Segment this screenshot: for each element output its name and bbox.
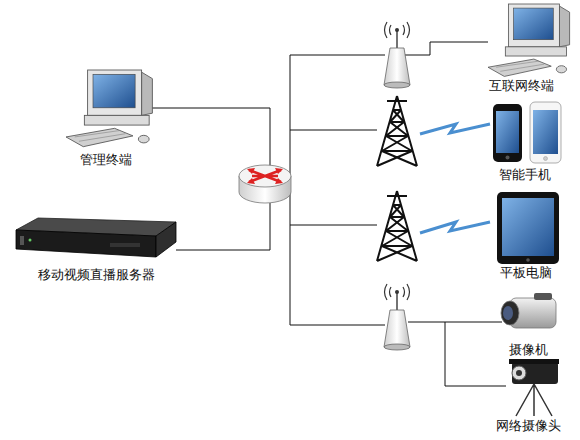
network-wire bbox=[290, 180, 385, 325]
network-wire bbox=[408, 322, 506, 386]
server-icon bbox=[16, 230, 156, 257]
cell-tower bbox=[377, 96, 417, 166]
phone-icon bbox=[544, 157, 548, 161]
device-label: 移动视频直播服务器 bbox=[38, 266, 155, 284]
webcam-icon bbox=[512, 362, 558, 384]
device-label-box: 管理终端 bbox=[80, 151, 132, 169]
server-icon bbox=[110, 243, 140, 247]
wireless-link bbox=[420, 222, 490, 233]
server-icon bbox=[20, 236, 24, 245]
server-icon bbox=[16, 218, 176, 257]
router-icon bbox=[249, 170, 281, 182]
device-label-box: 平板电脑 bbox=[500, 264, 552, 282]
cell-tower bbox=[377, 96, 417, 166]
computer-icon bbox=[66, 70, 152, 147]
phone-icon bbox=[530, 102, 561, 163]
wifi-access-point bbox=[384, 22, 410, 88]
wireless-link bbox=[420, 124, 490, 134]
webcam-icon bbox=[509, 359, 559, 364]
router-icon bbox=[239, 165, 291, 187]
network-wire bbox=[150, 42, 506, 386]
webcam-icon bbox=[512, 366, 526, 380]
device-label-box: 互联网终端 bbox=[489, 77, 554, 95]
cell-tower bbox=[377, 191, 417, 261]
phone-icon bbox=[496, 111, 519, 153]
router-icon bbox=[247, 178, 255, 184]
device-label-box: 移动视频直播服务器 bbox=[38, 266, 155, 284]
computer-icon bbox=[66, 70, 152, 147]
device-label: 互联网终端 bbox=[489, 77, 554, 95]
device-label-box: 摄像机 bbox=[509, 341, 548, 359]
wifi-access-point bbox=[384, 284, 410, 350]
phone-icon bbox=[493, 104, 522, 162]
camcorder-icon bbox=[534, 293, 552, 300]
camcorder-icon bbox=[501, 293, 556, 328]
tablet-icon bbox=[526, 258, 530, 262]
phone-icon bbox=[506, 156, 510, 160]
camcorder-icon bbox=[503, 306, 513, 320]
webcam-icon bbox=[516, 370, 522, 376]
device-label: 摄像机 bbox=[509, 341, 548, 359]
device-label-box: 网络摄像头 bbox=[496, 417, 561, 435]
tablet-icon bbox=[497, 192, 559, 264]
router-icon bbox=[275, 168, 283, 174]
device-label: 平板电脑 bbox=[500, 264, 552, 282]
network-wire bbox=[290, 130, 377, 131]
device-label: 智能手机 bbox=[499, 166, 551, 184]
network-wire bbox=[290, 55, 385, 180]
wireless-link bbox=[420, 124, 490, 233]
wifi-access-point bbox=[384, 22, 410, 88]
router-icon bbox=[239, 165, 291, 203]
cell-tower bbox=[377, 191, 417, 261]
wifi-access-point bbox=[384, 284, 410, 350]
webcam-icon bbox=[509, 359, 559, 416]
server-icon bbox=[29, 239, 32, 242]
router-icon bbox=[247, 168, 255, 174]
network-wire bbox=[445, 322, 502, 323]
router-icon bbox=[275, 178, 283, 184]
device-label: 网络摄像头 bbox=[496, 417, 561, 435]
phone-icon bbox=[493, 102, 561, 163]
device-label-box: 智能手机 bbox=[499, 166, 551, 184]
network-wire bbox=[290, 225, 377, 226]
device-label: 管理终端 bbox=[80, 151, 132, 169]
network-wire bbox=[150, 108, 270, 166]
tablet-icon bbox=[497, 192, 559, 264]
tablet-icon bbox=[502, 198, 554, 256]
camcorder-icon bbox=[501, 301, 519, 325]
webcam-icon bbox=[516, 384, 552, 416]
computer-icon bbox=[488, 4, 570, 76]
network-wire bbox=[405, 42, 488, 55]
phone-icon bbox=[533, 110, 558, 154]
computer-icon bbox=[488, 4, 570, 76]
server-icon bbox=[156, 222, 176, 257]
